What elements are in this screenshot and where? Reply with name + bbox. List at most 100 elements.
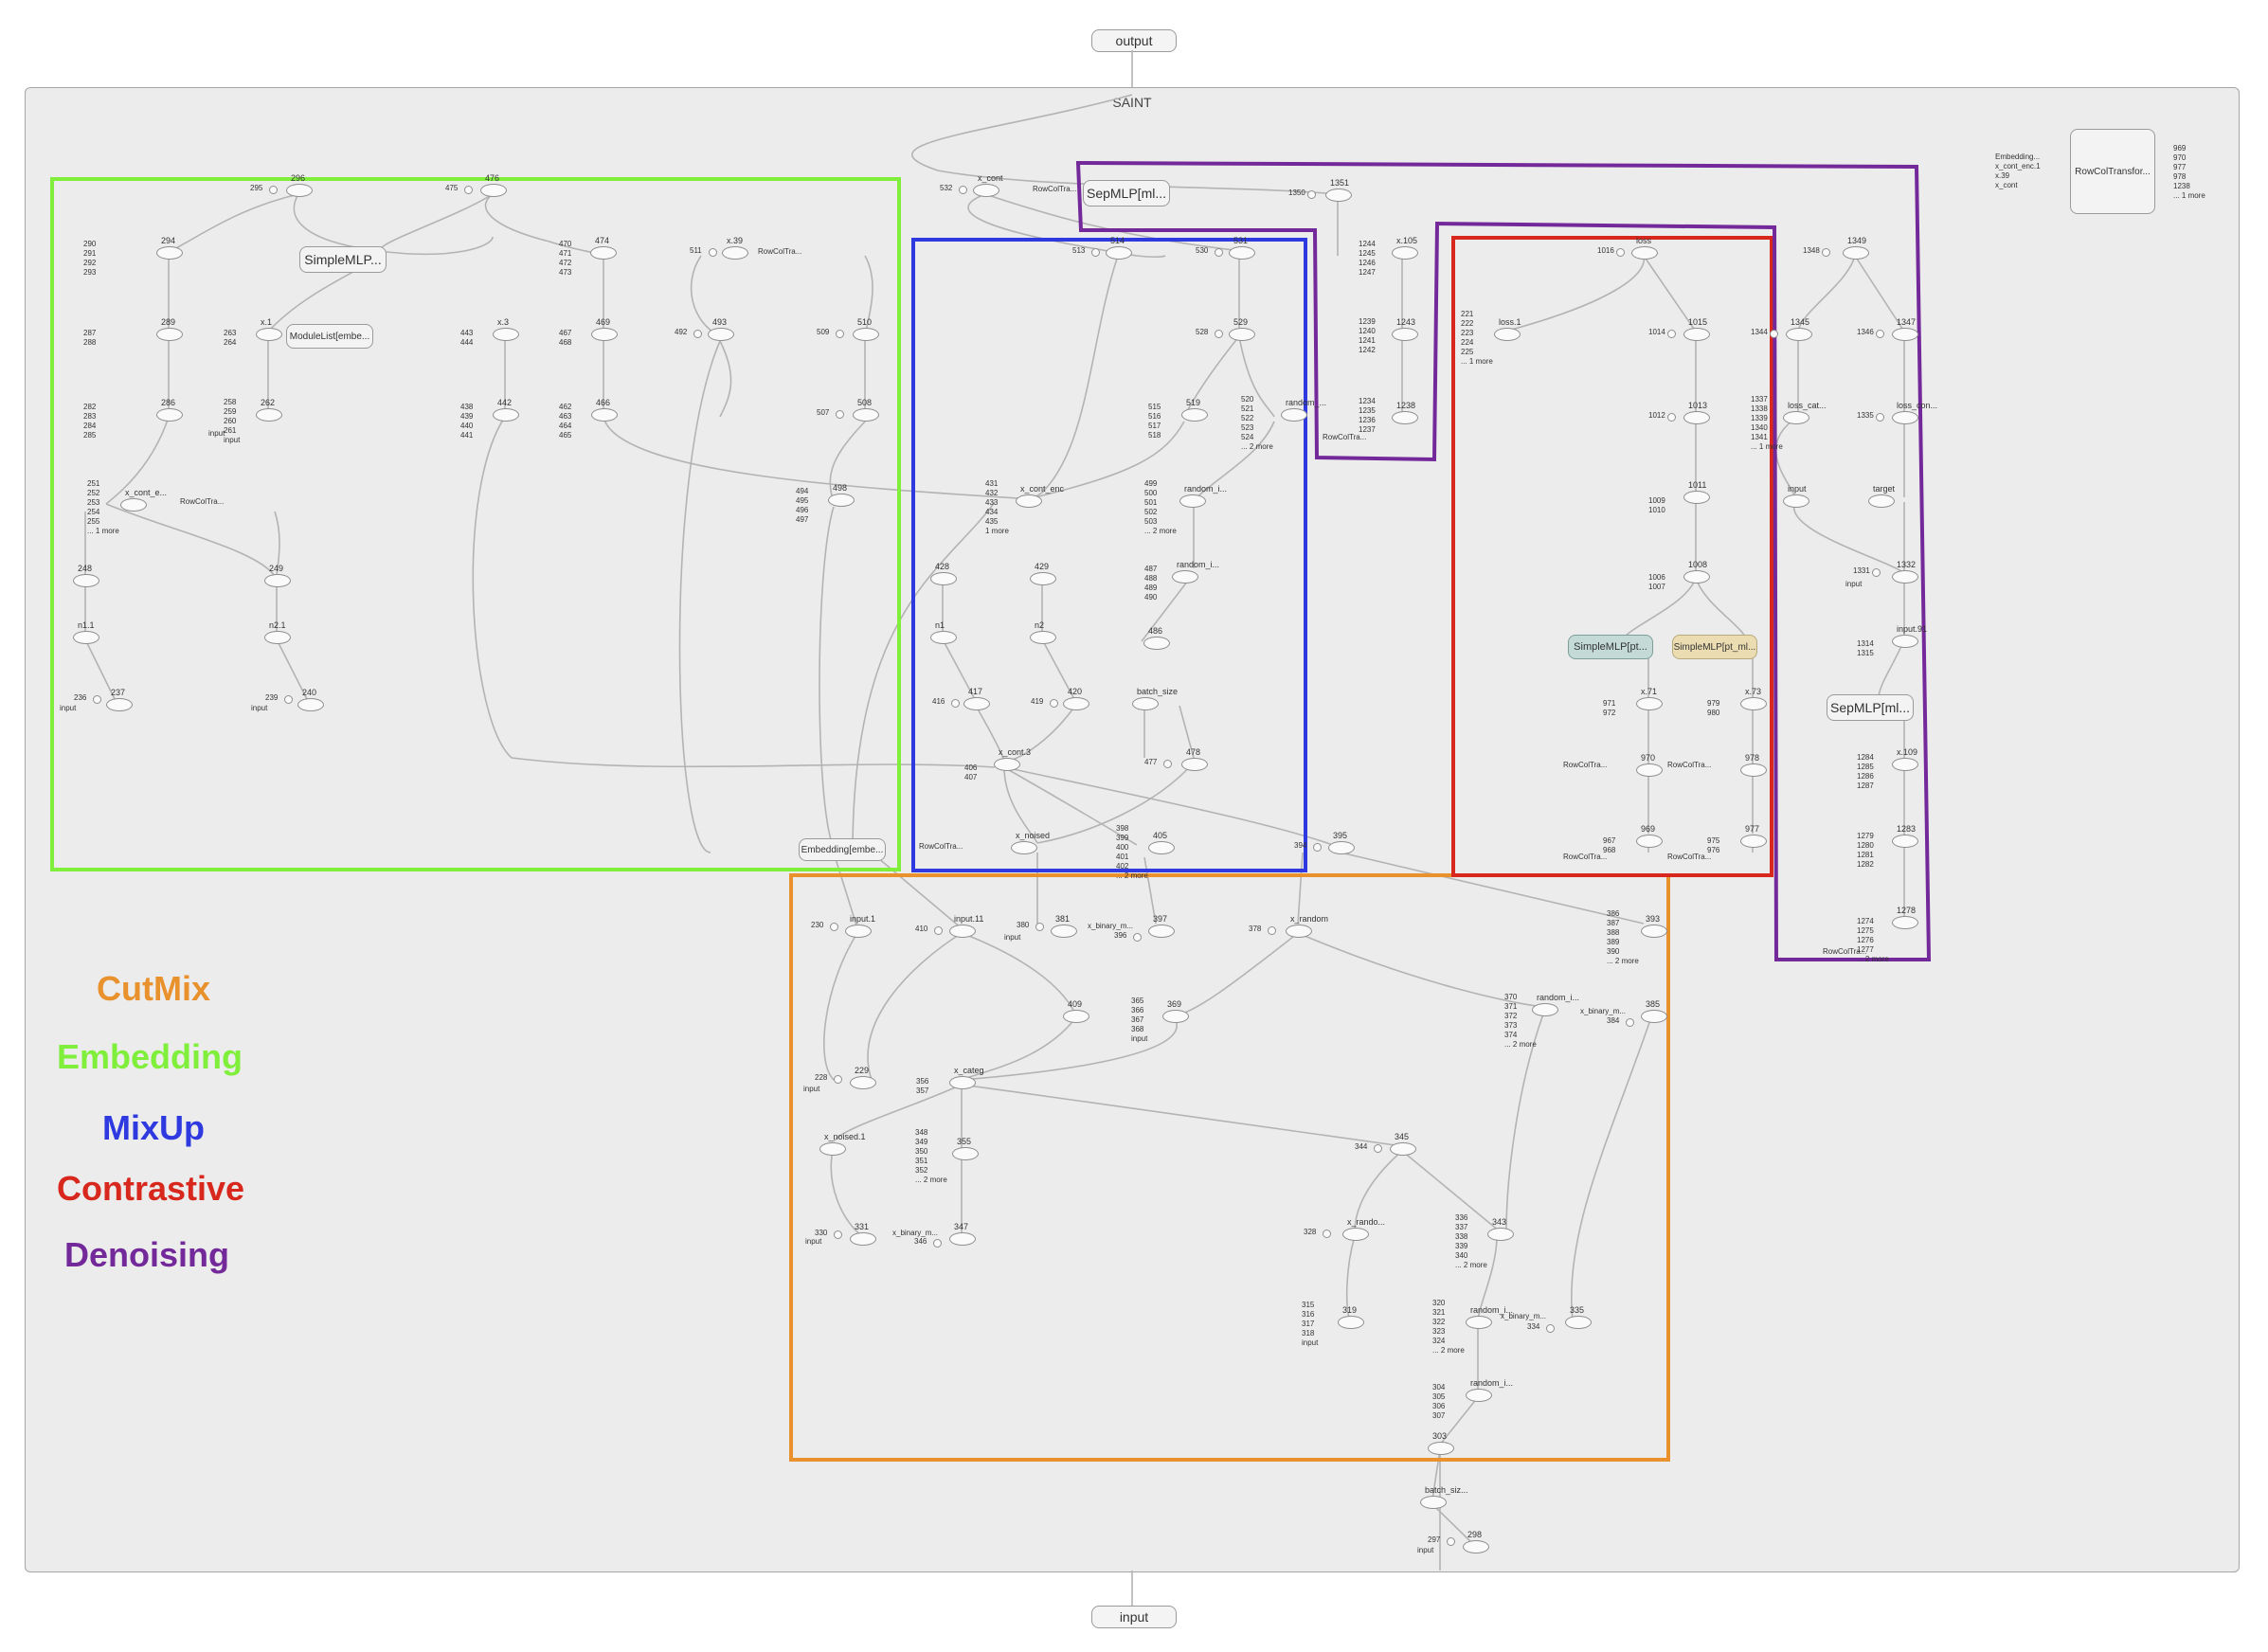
graph-node[interactable] bbox=[480, 184, 507, 197]
graph-node[interactable] bbox=[156, 246, 183, 260]
graph-node[interactable] bbox=[1636, 697, 1663, 710]
side-input-port[interactable] bbox=[1447, 1537, 1455, 1546]
graph-node[interactable] bbox=[1342, 1228, 1369, 1241]
side-input-port[interactable] bbox=[284, 695, 293, 704]
graph-node[interactable] bbox=[1868, 494, 1895, 508]
side-input-port[interactable] bbox=[693, 330, 702, 338]
graph-node[interactable] bbox=[1428, 1442, 1454, 1455]
graph-node[interactable] bbox=[1148, 925, 1175, 938]
simple-mlp-green-module[interactable]: SimpleMLP[pt... bbox=[1568, 635, 1653, 659]
graph-node[interactable] bbox=[1636, 763, 1663, 777]
graph-node[interactable] bbox=[1786, 328, 1812, 341]
graph-node[interactable] bbox=[156, 328, 183, 341]
graph-node[interactable] bbox=[1390, 1142, 1416, 1156]
graph-node[interactable] bbox=[949, 1232, 976, 1246]
graph-node[interactable] bbox=[1892, 835, 1918, 848]
graph-node[interactable] bbox=[930, 631, 957, 644]
side-input-port[interactable] bbox=[1616, 248, 1625, 257]
side-input-port[interactable] bbox=[1822, 248, 1830, 257]
graph-node[interactable] bbox=[845, 925, 872, 938]
side-input-port[interactable] bbox=[1163, 760, 1172, 768]
graph-node[interactable] bbox=[1030, 631, 1056, 644]
side-input-port[interactable] bbox=[1626, 1018, 1634, 1027]
graph-node[interactable] bbox=[1740, 763, 1767, 777]
graph-node[interactable] bbox=[1016, 494, 1042, 508]
graph-node[interactable] bbox=[1392, 411, 1418, 424]
saint-group[interactable] bbox=[25, 87, 2240, 1572]
graph-node[interactable] bbox=[1172, 570, 1198, 584]
side-input-port[interactable] bbox=[1268, 926, 1276, 935]
graph-node[interactable] bbox=[1030, 572, 1056, 585]
graph-node[interactable] bbox=[828, 494, 855, 507]
graph-node[interactable] bbox=[1466, 1389, 1492, 1402]
graph-node[interactable] bbox=[1565, 1316, 1592, 1329]
graph-node[interactable] bbox=[1179, 494, 1206, 508]
side-input-port[interactable] bbox=[1050, 699, 1058, 708]
sep-mlp-right-module[interactable]: SepMLP[ml... bbox=[1827, 694, 1914, 721]
graph-node[interactable] bbox=[1011, 841, 1037, 854]
graph-node[interactable] bbox=[264, 631, 291, 644]
graph-node[interactable] bbox=[1494, 328, 1521, 341]
graph-node[interactable] bbox=[1740, 697, 1767, 710]
side-input-port[interactable] bbox=[1215, 330, 1223, 338]
graph-node[interactable] bbox=[1892, 411, 1918, 424]
graph-node[interactable] bbox=[1106, 246, 1132, 260]
graph-node[interactable] bbox=[952, 1147, 979, 1160]
graph-node[interactable] bbox=[1229, 246, 1255, 260]
graph-node[interactable] bbox=[1063, 1010, 1089, 1023]
side-input-port[interactable] bbox=[1876, 413, 1884, 422]
graph-node[interactable] bbox=[1641, 1010, 1667, 1023]
side-input-port[interactable] bbox=[464, 186, 473, 194]
graph-node[interactable] bbox=[949, 1076, 976, 1089]
mixup-region[interactable] bbox=[911, 238, 1307, 872]
graph-node[interactable] bbox=[1641, 925, 1667, 938]
graph-node[interactable] bbox=[493, 408, 519, 422]
side-input-port[interactable] bbox=[1876, 330, 1884, 338]
graph-node[interactable] bbox=[819, 1142, 846, 1156]
output-node[interactable]: output bbox=[1091, 29, 1177, 52]
graph-node[interactable] bbox=[1783, 411, 1809, 424]
graph-node[interactable] bbox=[1328, 841, 1355, 854]
module-list-module[interactable]: ModuleList[embe... bbox=[286, 324, 373, 349]
graph-node[interactable] bbox=[930, 572, 957, 585]
graph-node[interactable] bbox=[1181, 758, 1208, 771]
graph-node[interactable] bbox=[1148, 841, 1175, 854]
graph-node[interactable] bbox=[1181, 408, 1208, 422]
side-input-port[interactable] bbox=[269, 186, 278, 194]
input-node[interactable]: input bbox=[1091, 1606, 1177, 1628]
side-input-port[interactable] bbox=[830, 923, 838, 931]
graph-node[interactable] bbox=[286, 184, 313, 197]
graph-node[interactable] bbox=[1229, 328, 1255, 341]
side-input-port[interactable] bbox=[1546, 1324, 1555, 1333]
side-input-port[interactable] bbox=[951, 699, 960, 708]
graph-node[interactable] bbox=[1487, 1228, 1514, 1241]
graph-node[interactable] bbox=[1892, 570, 1918, 584]
graph-node[interactable] bbox=[1132, 697, 1159, 710]
graph-node[interactable] bbox=[73, 574, 99, 587]
graph-node[interactable] bbox=[1636, 835, 1663, 848]
side-input-port[interactable] bbox=[1667, 413, 1676, 422]
side-input-port[interactable] bbox=[834, 1075, 842, 1084]
graph-node[interactable] bbox=[1162, 1010, 1189, 1023]
graph-node[interactable] bbox=[156, 408, 183, 422]
graph-node[interactable] bbox=[1892, 916, 1918, 929]
graph-node[interactable] bbox=[994, 758, 1020, 771]
side-input-port[interactable] bbox=[93, 695, 101, 704]
graph-node[interactable] bbox=[1338, 1316, 1364, 1329]
graph-node[interactable] bbox=[1281, 408, 1307, 422]
graph-node[interactable] bbox=[1843, 246, 1869, 260]
graph-node[interactable] bbox=[1463, 1540, 1489, 1553]
graph-node[interactable] bbox=[1892, 328, 1918, 341]
graph-node[interactable] bbox=[1063, 697, 1089, 710]
graph-node[interactable] bbox=[120, 498, 147, 512]
side-input-port[interactable] bbox=[1091, 248, 1100, 257]
graph-node[interactable] bbox=[256, 408, 282, 422]
graph-node[interactable] bbox=[1325, 189, 1352, 202]
graph-node[interactable] bbox=[590, 246, 617, 260]
graph-node[interactable] bbox=[1286, 925, 1312, 938]
graph-node[interactable] bbox=[963, 697, 990, 710]
side-input-port[interactable] bbox=[836, 410, 844, 419]
graph-node[interactable] bbox=[1740, 835, 1767, 848]
graph-node[interactable] bbox=[1143, 637, 1170, 650]
graph-node[interactable] bbox=[73, 631, 99, 644]
